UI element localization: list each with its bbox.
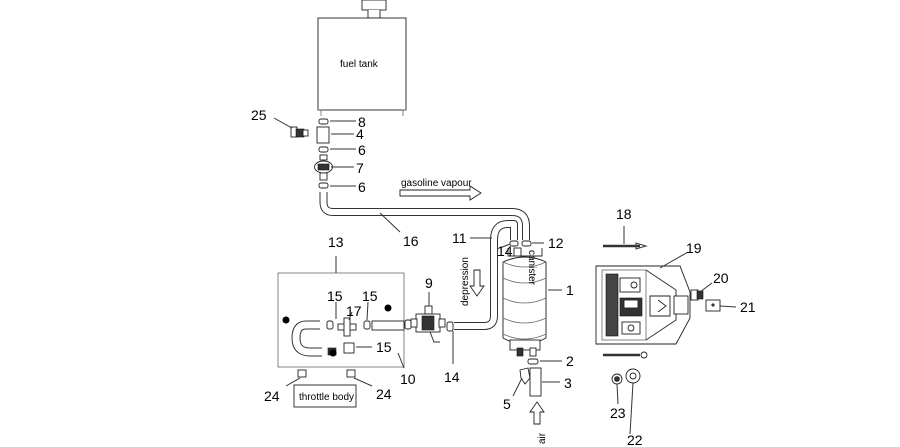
callout-14-lower: 14 [444,369,460,385]
callout-12: 12 [548,235,564,251]
part-6-ring-lower [318,182,329,189]
part-2-ring [527,358,539,365]
callout-20: 20 [713,270,729,286]
part-25-fitting [290,126,309,138]
part-7-valve [314,154,333,181]
callout-16: 16 [403,233,419,249]
part-14-ring-top [509,240,519,247]
part-9-valve [410,305,446,343]
callout-25: 25 [251,107,267,123]
callout-4: 4 [356,126,364,142]
throttle-body-label: throttle body [299,392,354,403]
callout-13: 13 [328,234,344,250]
canister-label: canister [526,250,537,286]
part-13-box [277,256,405,368]
part-20-fitting [690,289,704,301]
part-12-ring [521,240,532,247]
callout-10: 10 [400,371,416,387]
callout-17: 17 [346,303,362,319]
callout-15-right: 15 [362,288,378,304]
fuel-tank-label: fuel tank [340,59,379,70]
callout-18: 18 [616,206,632,222]
callout-6-lower: 6 [358,179,366,195]
part-4-sleeve [316,126,330,144]
part-10-ring [404,319,412,330]
callout-2: 2 [566,353,574,369]
callout-8: 8 [358,114,366,130]
callout-19: 19 [686,240,702,256]
air-arrow: air [529,401,548,444]
part-22-washer [625,368,641,384]
throttle-body: throttle body [293,369,357,408]
callout-numbers: 8 4 6 7 6 25 16 11 14 12 1 2 3 5 9 14 10… [251,107,756,447]
callout-23: 23 [610,405,626,421]
part-23-nut [611,373,623,385]
callout-15-lower: 15 [376,339,392,355]
callout-9: 9 [425,275,433,291]
part-8-ring [318,118,329,125]
depression-label: depression [460,257,471,306]
part-6-ring-upper [318,146,329,153]
callout-22: 22 [627,432,643,447]
part-3-vent-pipe [529,367,542,397]
callout-11: 11 [452,230,467,246]
callout-3: 3 [564,375,572,391]
fuel-tank: fuel tank [317,0,407,116]
canister: canister [502,247,547,357]
gasoline-vapour-arrow: gasoline vapour [399,178,482,201]
leader-lines [273,117,737,435]
callout-6-upper: 6 [358,142,366,158]
callout-15-left: 15 [327,288,343,304]
part-5-elbow [519,367,531,385]
callout-21: 21 [740,299,756,315]
hose-11 [454,220,518,330]
callout-14-top: 14 [497,243,513,259]
hose-16 [319,192,530,240]
gasoline-vapour-label: gasoline vapour [401,178,472,189]
depression-arrow: depression [460,257,485,306]
part-19-bracket [595,242,691,359]
air-label: air [537,432,548,444]
callout-5: 5 [503,396,511,412]
callout-24-right: 24 [376,386,392,402]
part-14-ring-lower [446,321,454,332]
callout-24-left: 24 [264,388,280,404]
callout-7: 7 [356,160,364,176]
callout-1: 1 [566,282,574,298]
